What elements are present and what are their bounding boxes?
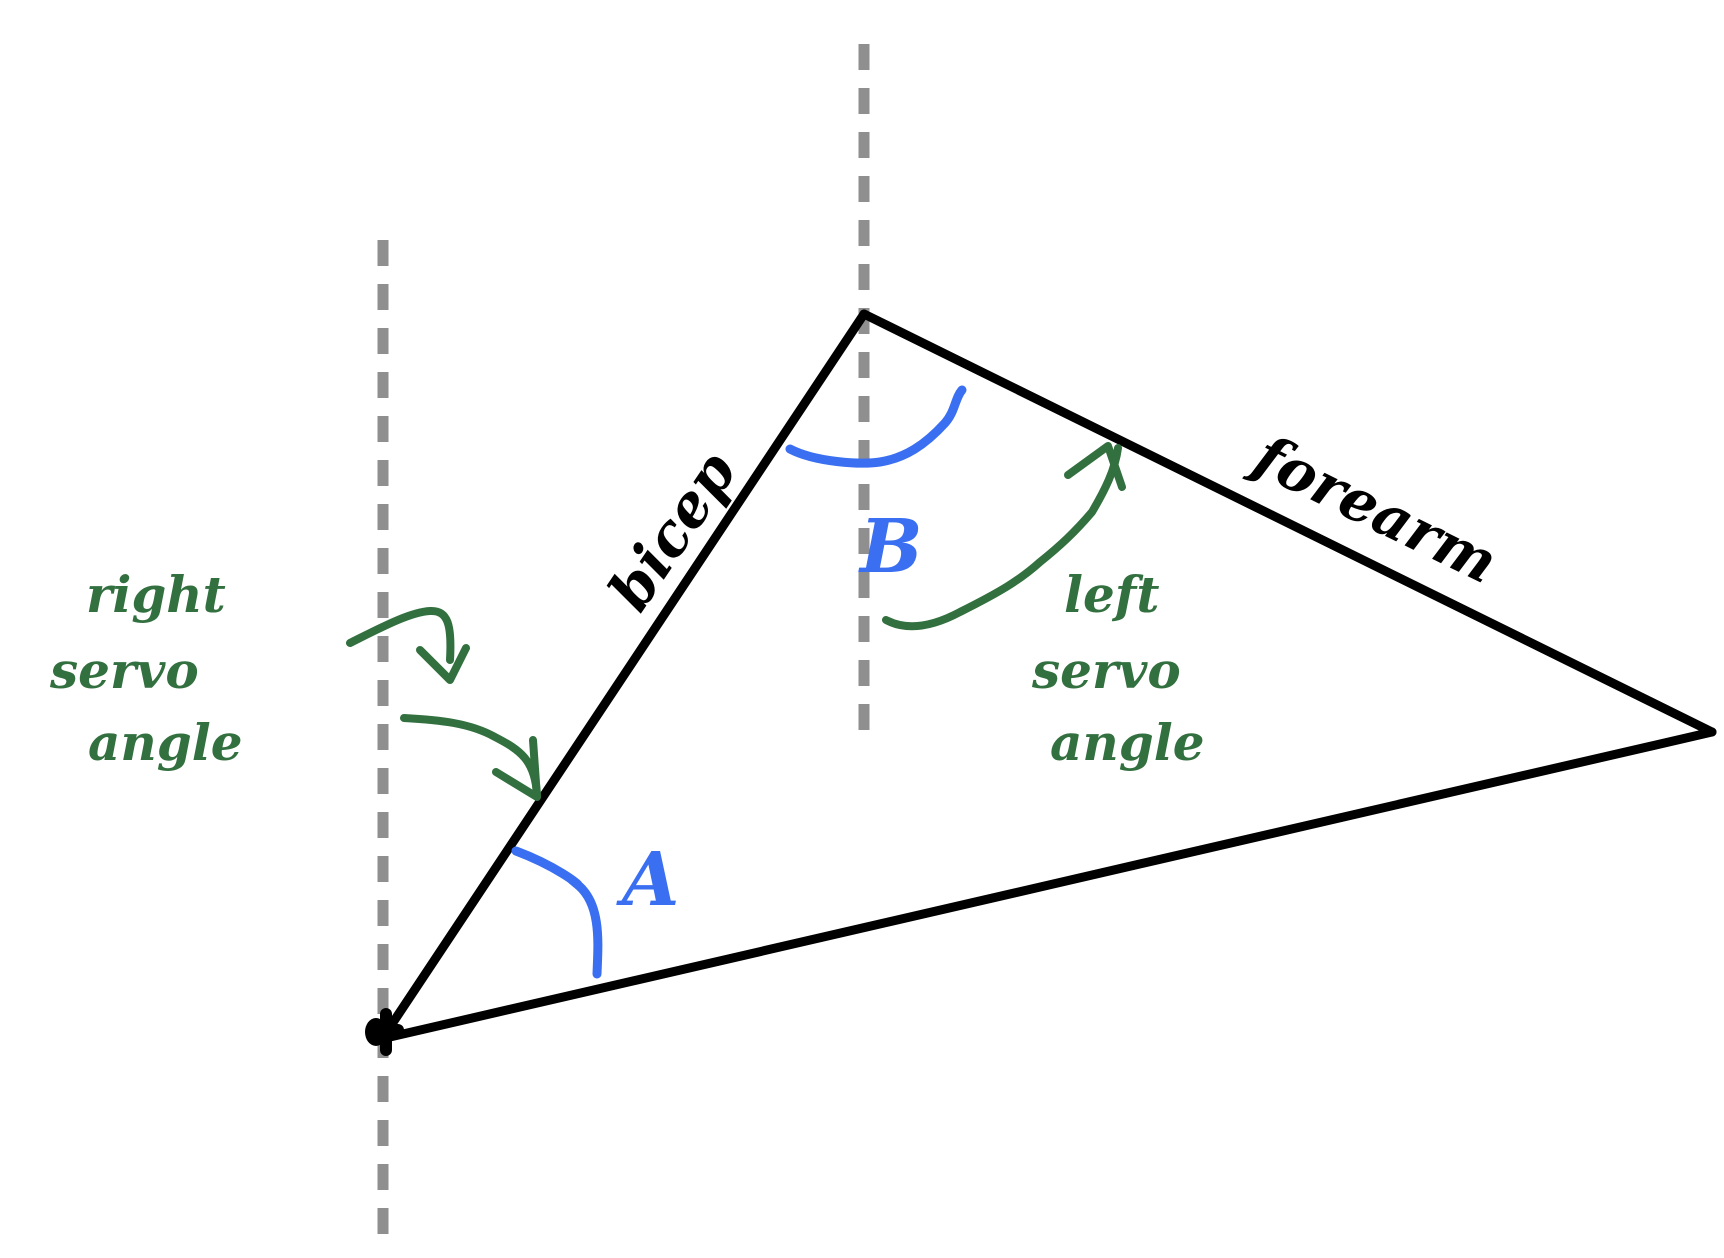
angle-b-label: B (858, 504, 923, 590)
left-servo-angle-annotation: left servo angle (1031, 565, 1205, 772)
right-servo-label-line2: servo (49, 641, 199, 700)
left-servo-label-line1: left (1064, 565, 1159, 624)
left-servo-label-line2: servo (1031, 641, 1181, 700)
base-to-tip-line (385, 727, 1717, 1042)
left-servo-arrow-head (1064, 442, 1126, 491)
angle-a-arc (511, 846, 603, 979)
right-servo-label-line1: right (86, 565, 226, 624)
bicep-segment (385, 309, 869, 1032)
left-servo-arrow (882, 444, 1122, 631)
right-servo-arrow-top-head (416, 644, 470, 684)
base-joint-marker (365, 1008, 404, 1056)
left-servo-label-line3: angle (1050, 713, 1205, 772)
right-servo-arrow-main-head (492, 736, 541, 801)
right-servo-angle-annotation: right servo angle (49, 565, 243, 772)
angle-b-arc (785, 385, 967, 468)
angle-a-label: A (616, 837, 679, 923)
right-servo-label-line3: angle (88, 713, 243, 772)
right-servo-arrow-top (346, 607, 455, 664)
forearm-segment (859, 309, 1717, 737)
